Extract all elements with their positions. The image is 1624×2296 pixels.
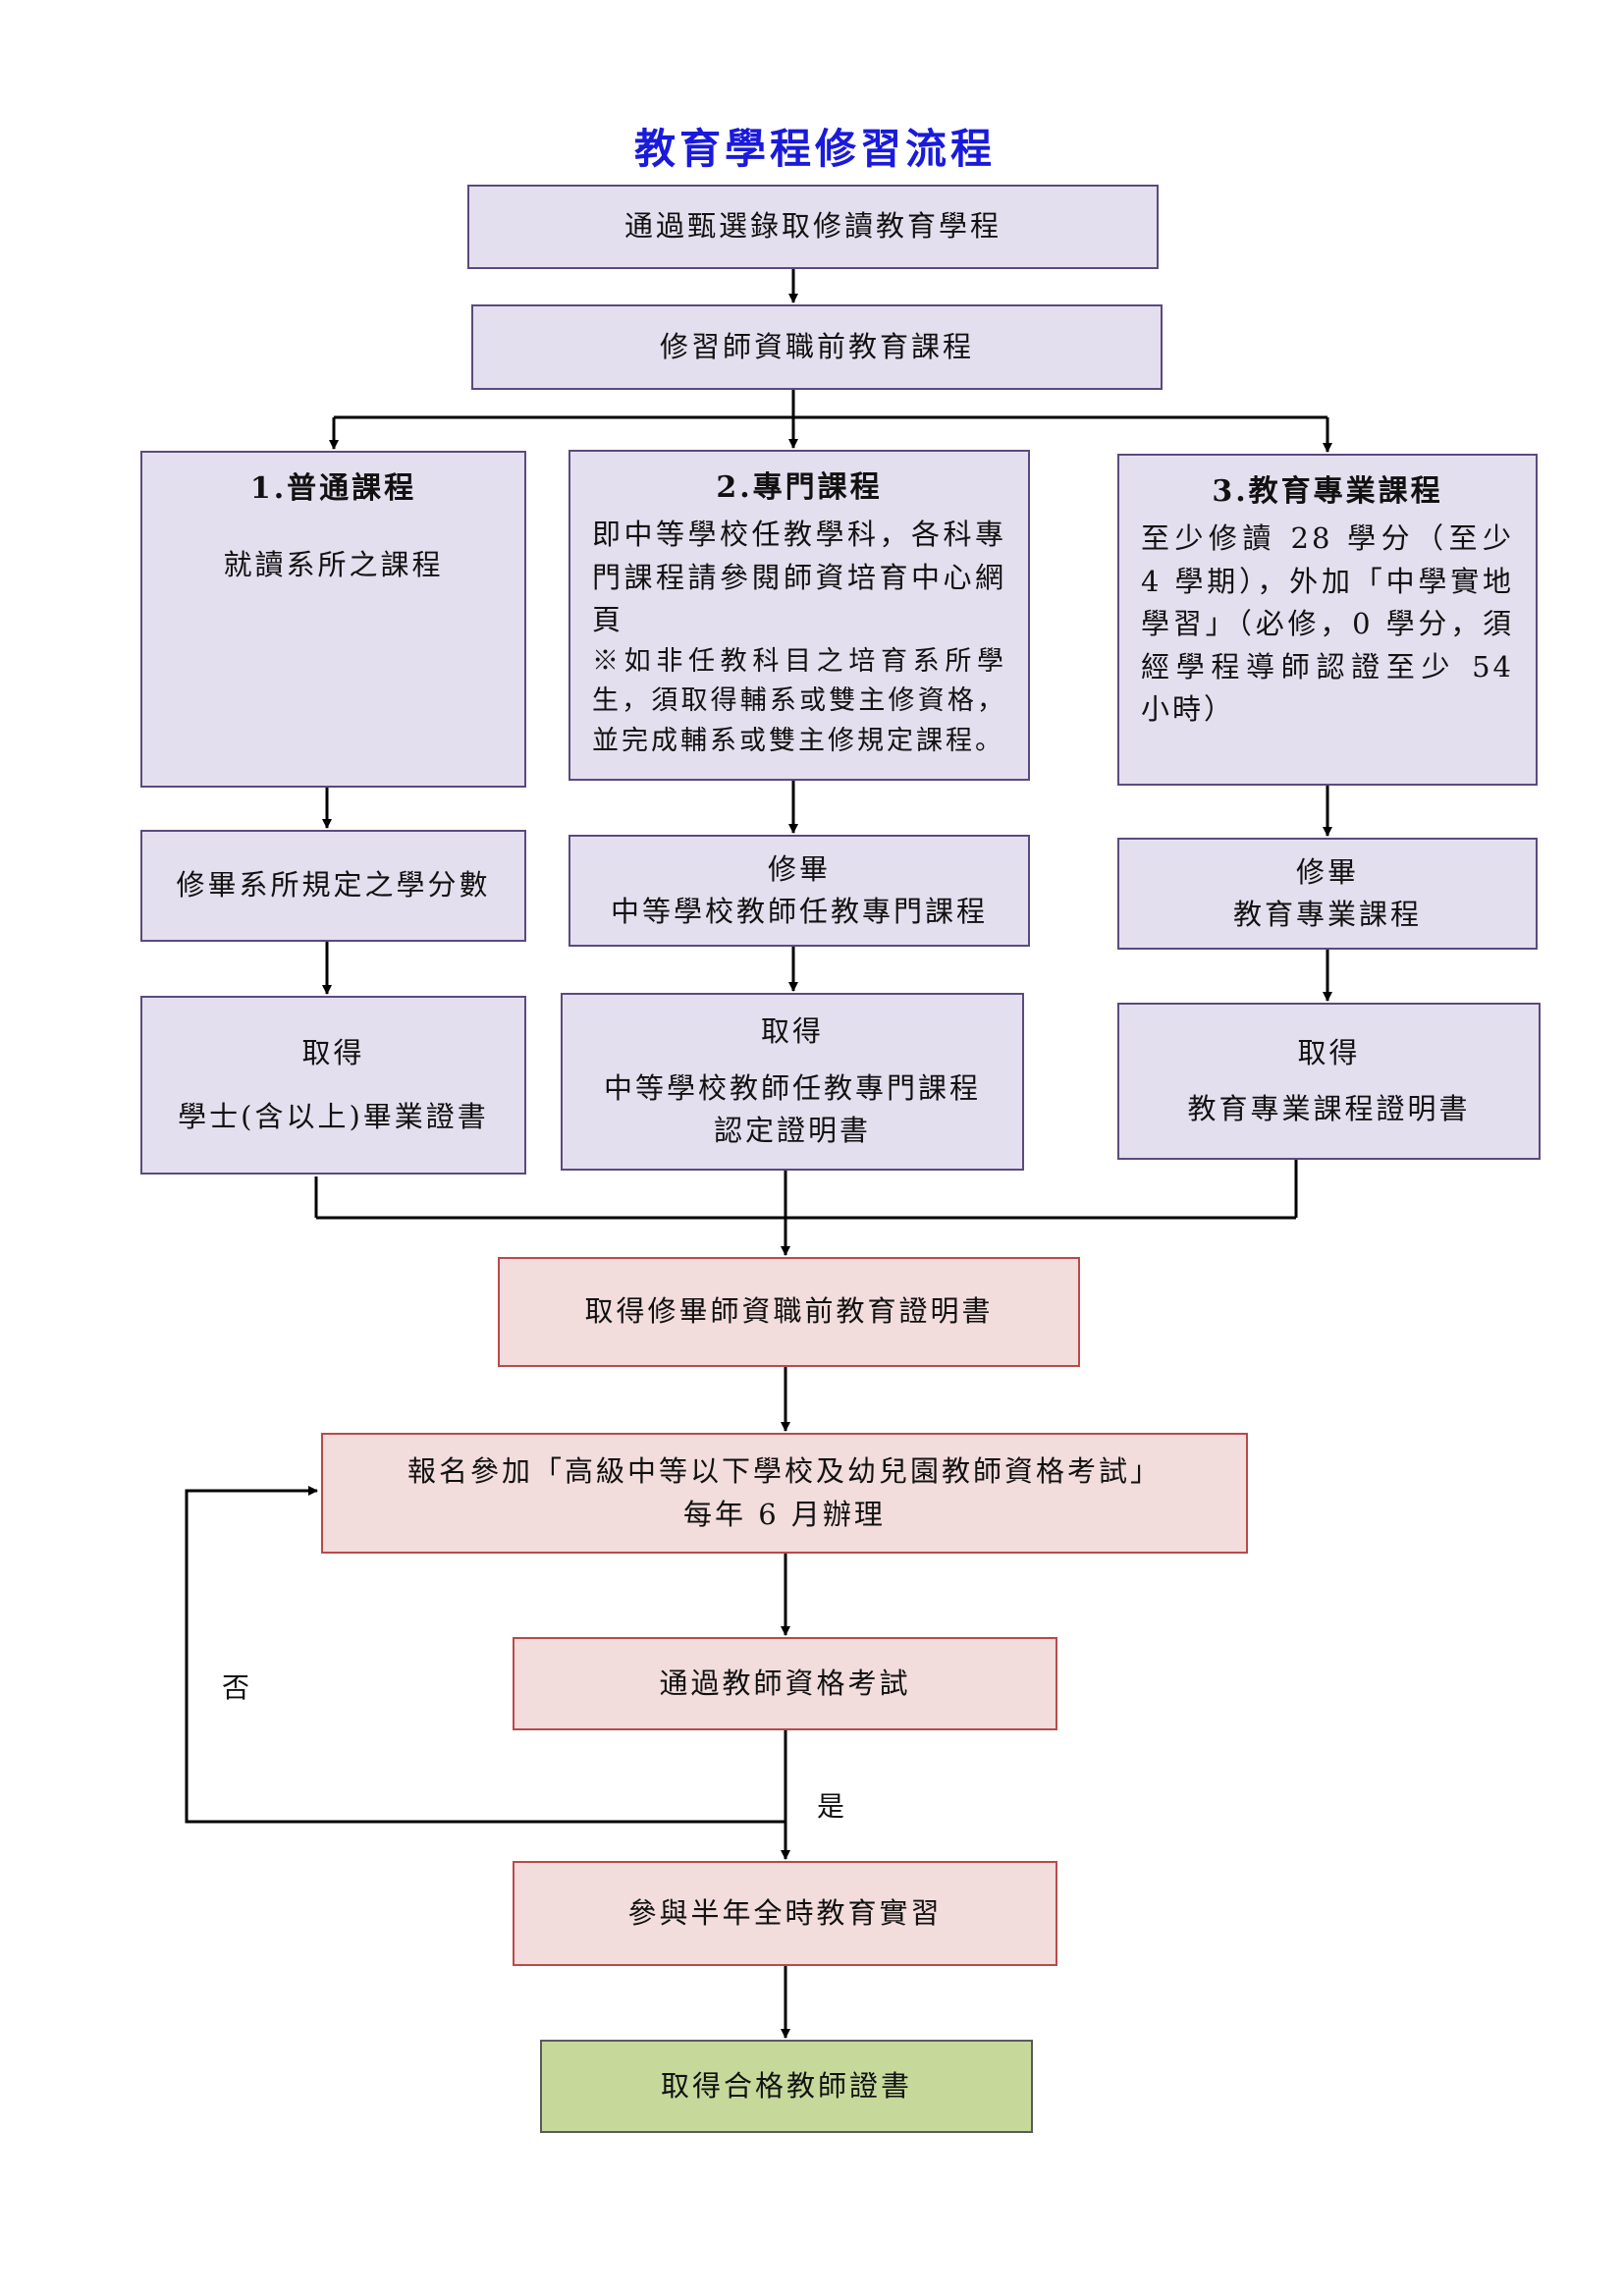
col1-obtain: 取得 學士(含以上)畢業證書 (140, 996, 526, 1175)
col2-complete: 修畢 中等學校教師任教專門課程 (568, 835, 1030, 947)
step-exam-registration: 報名參加「高級中等以下學校及幼兒園教師資格考試」 每年 6 月辦理 (321, 1433, 1248, 1554)
col1-complete-label: 修畢系所規定之學分數 (176, 868, 491, 902)
step-pass-exam-label: 通過教師資格考試 (659, 1666, 911, 1700)
step-admission: 通過甄選錄取修讀教育學程 (467, 185, 1159, 269)
col2-obtain-line1: 中等學校教師任教專門課程 (603, 1070, 981, 1105)
col2-complete-label: 中等學校教師任教專門課程 (610, 895, 988, 928)
col1-obtain-prefix: 取得 (301, 1035, 365, 1069)
col3-complete-prefix: 修畢 (1295, 854, 1359, 889)
step-teacher-certificate-label: 取得合格教師證書 (660, 2068, 912, 2103)
step-internship-label: 參與半年全時教育實習 (627, 1895, 943, 1930)
page-title: 教育學程修習流程 (633, 125, 996, 173)
step-pass-exam: 通過教師資格考試 (513, 1637, 1057, 1730)
col3-complete: 修畢 教育專業課程 (1117, 838, 1538, 950)
loop-back-line (185, 1486, 785, 1824)
col2-complete-prefix: 修畢 (767, 851, 831, 886)
col3-heading: 3.教育專業課程 (1212, 474, 1443, 509)
col3-desc: 至少修讀 28 學分（至少 4 學期），外加「中學實地學習」（必修，0 學分，須… (1141, 521, 1514, 726)
col2-note: ※如非任教科目之培育系所學生，須取得輔系或雙主修資格，並完成輔系或雙主修規定課程… (592, 645, 1006, 756)
col1-complete: 修畢系所規定之學分數 (140, 830, 526, 942)
col1-heading: 1.普通課程 (249, 471, 417, 506)
col1-desc: 就讀系所之課程 (223, 548, 444, 581)
step-preservice-certificate: 取得修畢師資職前教育證明書 (498, 1257, 1080, 1367)
col1-general-courses: 1.普通課程 就讀系所之課程 (140, 451, 526, 788)
label-yes: 是 (817, 1790, 845, 1823)
col2-heading: 2.專門課程 (716, 470, 883, 505)
step-teacher-certificate: 取得合格教師證書 (540, 2040, 1033, 2133)
col2-specialty-courses: 2.專門課程 即中等學校任教學科，各科專門課程請參閱師資培育中心網頁 ※如非任教… (568, 450, 1030, 781)
col2-obtain: 取得 中等學校教師任教專門課程 認定證明書 (561, 993, 1024, 1171)
col3-obtain-label: 教育專業課程證明書 (1187, 1092, 1471, 1125)
step-exam-line2: 每年 6 月辦理 (683, 1497, 886, 1531)
step-internship: 參與半年全時教育實習 (513, 1861, 1057, 1966)
col1-obtain-label: 學士(含以上)畢業證書 (178, 1100, 489, 1133)
col3-obtain-prefix: 取得 (1297, 1035, 1361, 1069)
col3-education-courses: 3.教育專業課程 至少修讀 28 學分（至少 4 學期），外加「中學實地學習」（… (1117, 454, 1538, 786)
step-admission-label: 通過甄選錄取修讀教育學程 (623, 209, 1001, 244)
step-preservice-label: 修習師資職前教育課程 (659, 329, 974, 363)
step-preservice-courses: 修習師資職前教育課程 (471, 304, 1163, 390)
col2-obtain-prefix: 取得 (760, 1014, 824, 1049)
step-exam-line1: 報名參加「高級中等以下學校及幼兒園教師資格考試」 (406, 1454, 1162, 1488)
col2-obtain-line2: 認定證明書 (713, 1114, 871, 1148)
step-preservice-certificate-label: 取得修畢師資職前教育證明書 (584, 1294, 994, 1329)
col3-complete-label: 教育專業課程 (1232, 898, 1422, 931)
label-no: 否 (222, 1671, 250, 1704)
col3-obtain: 取得 教育專業課程證明書 (1117, 1003, 1541, 1160)
col2-desc: 即中等學校任教學科，各科專門課程請參閱師資培育中心網頁 (592, 518, 1006, 636)
